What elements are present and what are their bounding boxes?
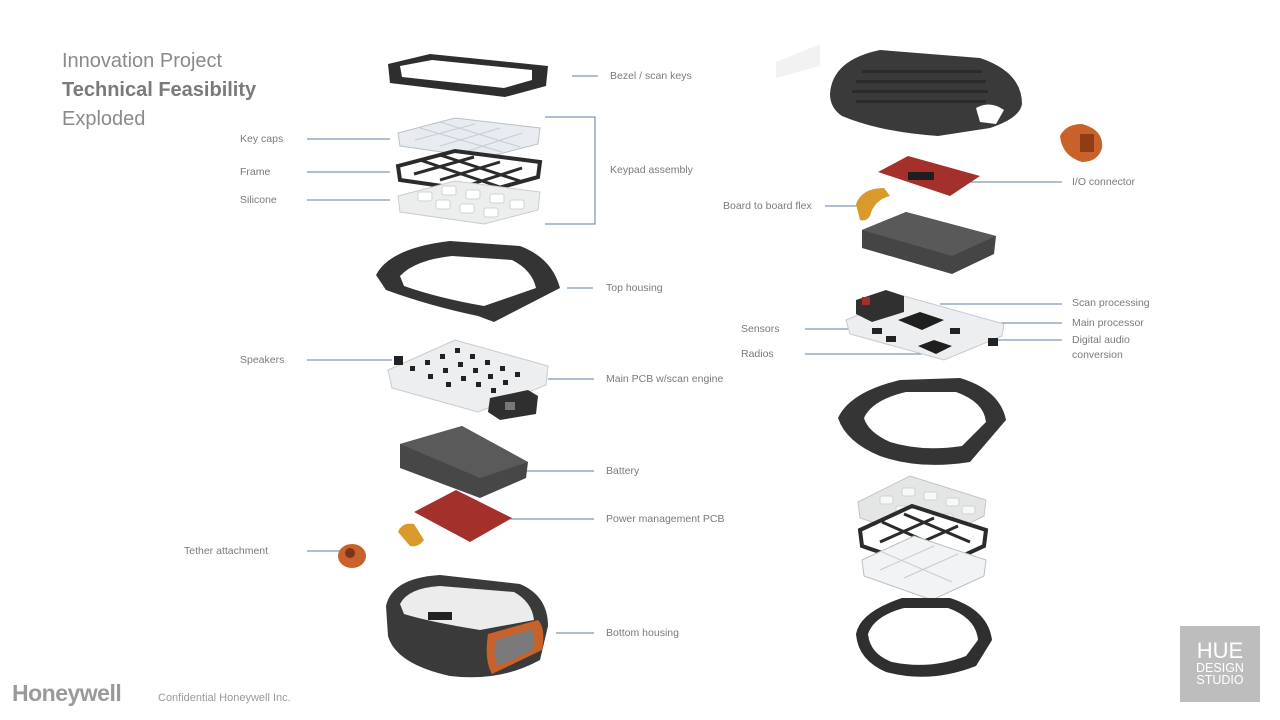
label-top-housing: Top housing bbox=[606, 282, 663, 295]
label-main-pcb: Main PCB w/scan engine bbox=[606, 373, 723, 386]
right-top-housing-frame-part bbox=[838, 378, 1006, 465]
label-power-pcb: Power management PCB bbox=[606, 513, 724, 526]
hue-design-studio-logo: HUE DESIGN STUDIO bbox=[1180, 626, 1260, 702]
hue-logo-line1: HUE bbox=[1180, 640, 1260, 662]
right-bezel-part bbox=[856, 598, 992, 677]
label-digital-audio-line1: Digital audio bbox=[1072, 334, 1130, 347]
label-silicone: Silicone bbox=[240, 194, 277, 207]
hue-logo-line3: STUDIO bbox=[1180, 674, 1260, 686]
label-main-processor: Main processor bbox=[1072, 317, 1144, 330]
battery-part bbox=[400, 426, 528, 498]
label-tether: Tether attachment bbox=[184, 545, 268, 558]
label-io-connector: I/O connector bbox=[1072, 176, 1135, 189]
right-top-housing-part bbox=[776, 44, 1022, 136]
top-housing-part bbox=[376, 241, 560, 322]
power-pcb-part bbox=[414, 490, 512, 542]
label-frame: Frame bbox=[240, 166, 270, 179]
label-bottom-housing: Bottom housing bbox=[606, 627, 679, 640]
bezel-part bbox=[388, 54, 548, 97]
label-bezel: Bezel / scan keys bbox=[610, 70, 692, 83]
confidential-notice: Confidential Honeywell Inc. bbox=[158, 692, 291, 704]
label-key-caps: Key caps bbox=[240, 133, 283, 146]
label-radios: Radios bbox=[741, 348, 774, 361]
honeywell-logo: Honeywell bbox=[12, 680, 121, 707]
right-pcb-red-part bbox=[878, 156, 980, 196]
main-pcb-part bbox=[388, 340, 548, 420]
label-speakers: Speakers bbox=[240, 354, 284, 367]
silicone-part bbox=[398, 181, 540, 224]
right-battery-part bbox=[862, 212, 996, 274]
label-sensors: Sensors bbox=[741, 323, 780, 336]
label-digital-audio-line2: conversion bbox=[1072, 349, 1123, 362]
label-battery: Battery bbox=[606, 465, 639, 478]
label-board-flex: Board to board flex bbox=[723, 200, 812, 213]
label-keypad-assembly: Keypad assembly bbox=[610, 164, 693, 177]
right-main-pcb-part bbox=[846, 290, 1004, 360]
bottom-housing-part bbox=[386, 575, 548, 677]
flex-left-part bbox=[398, 524, 424, 547]
label-scan-processing: Scan processing bbox=[1072, 297, 1150, 310]
flex-right-part bbox=[856, 188, 890, 221]
tether-part bbox=[338, 544, 366, 568]
io-connector-part bbox=[1060, 124, 1102, 162]
